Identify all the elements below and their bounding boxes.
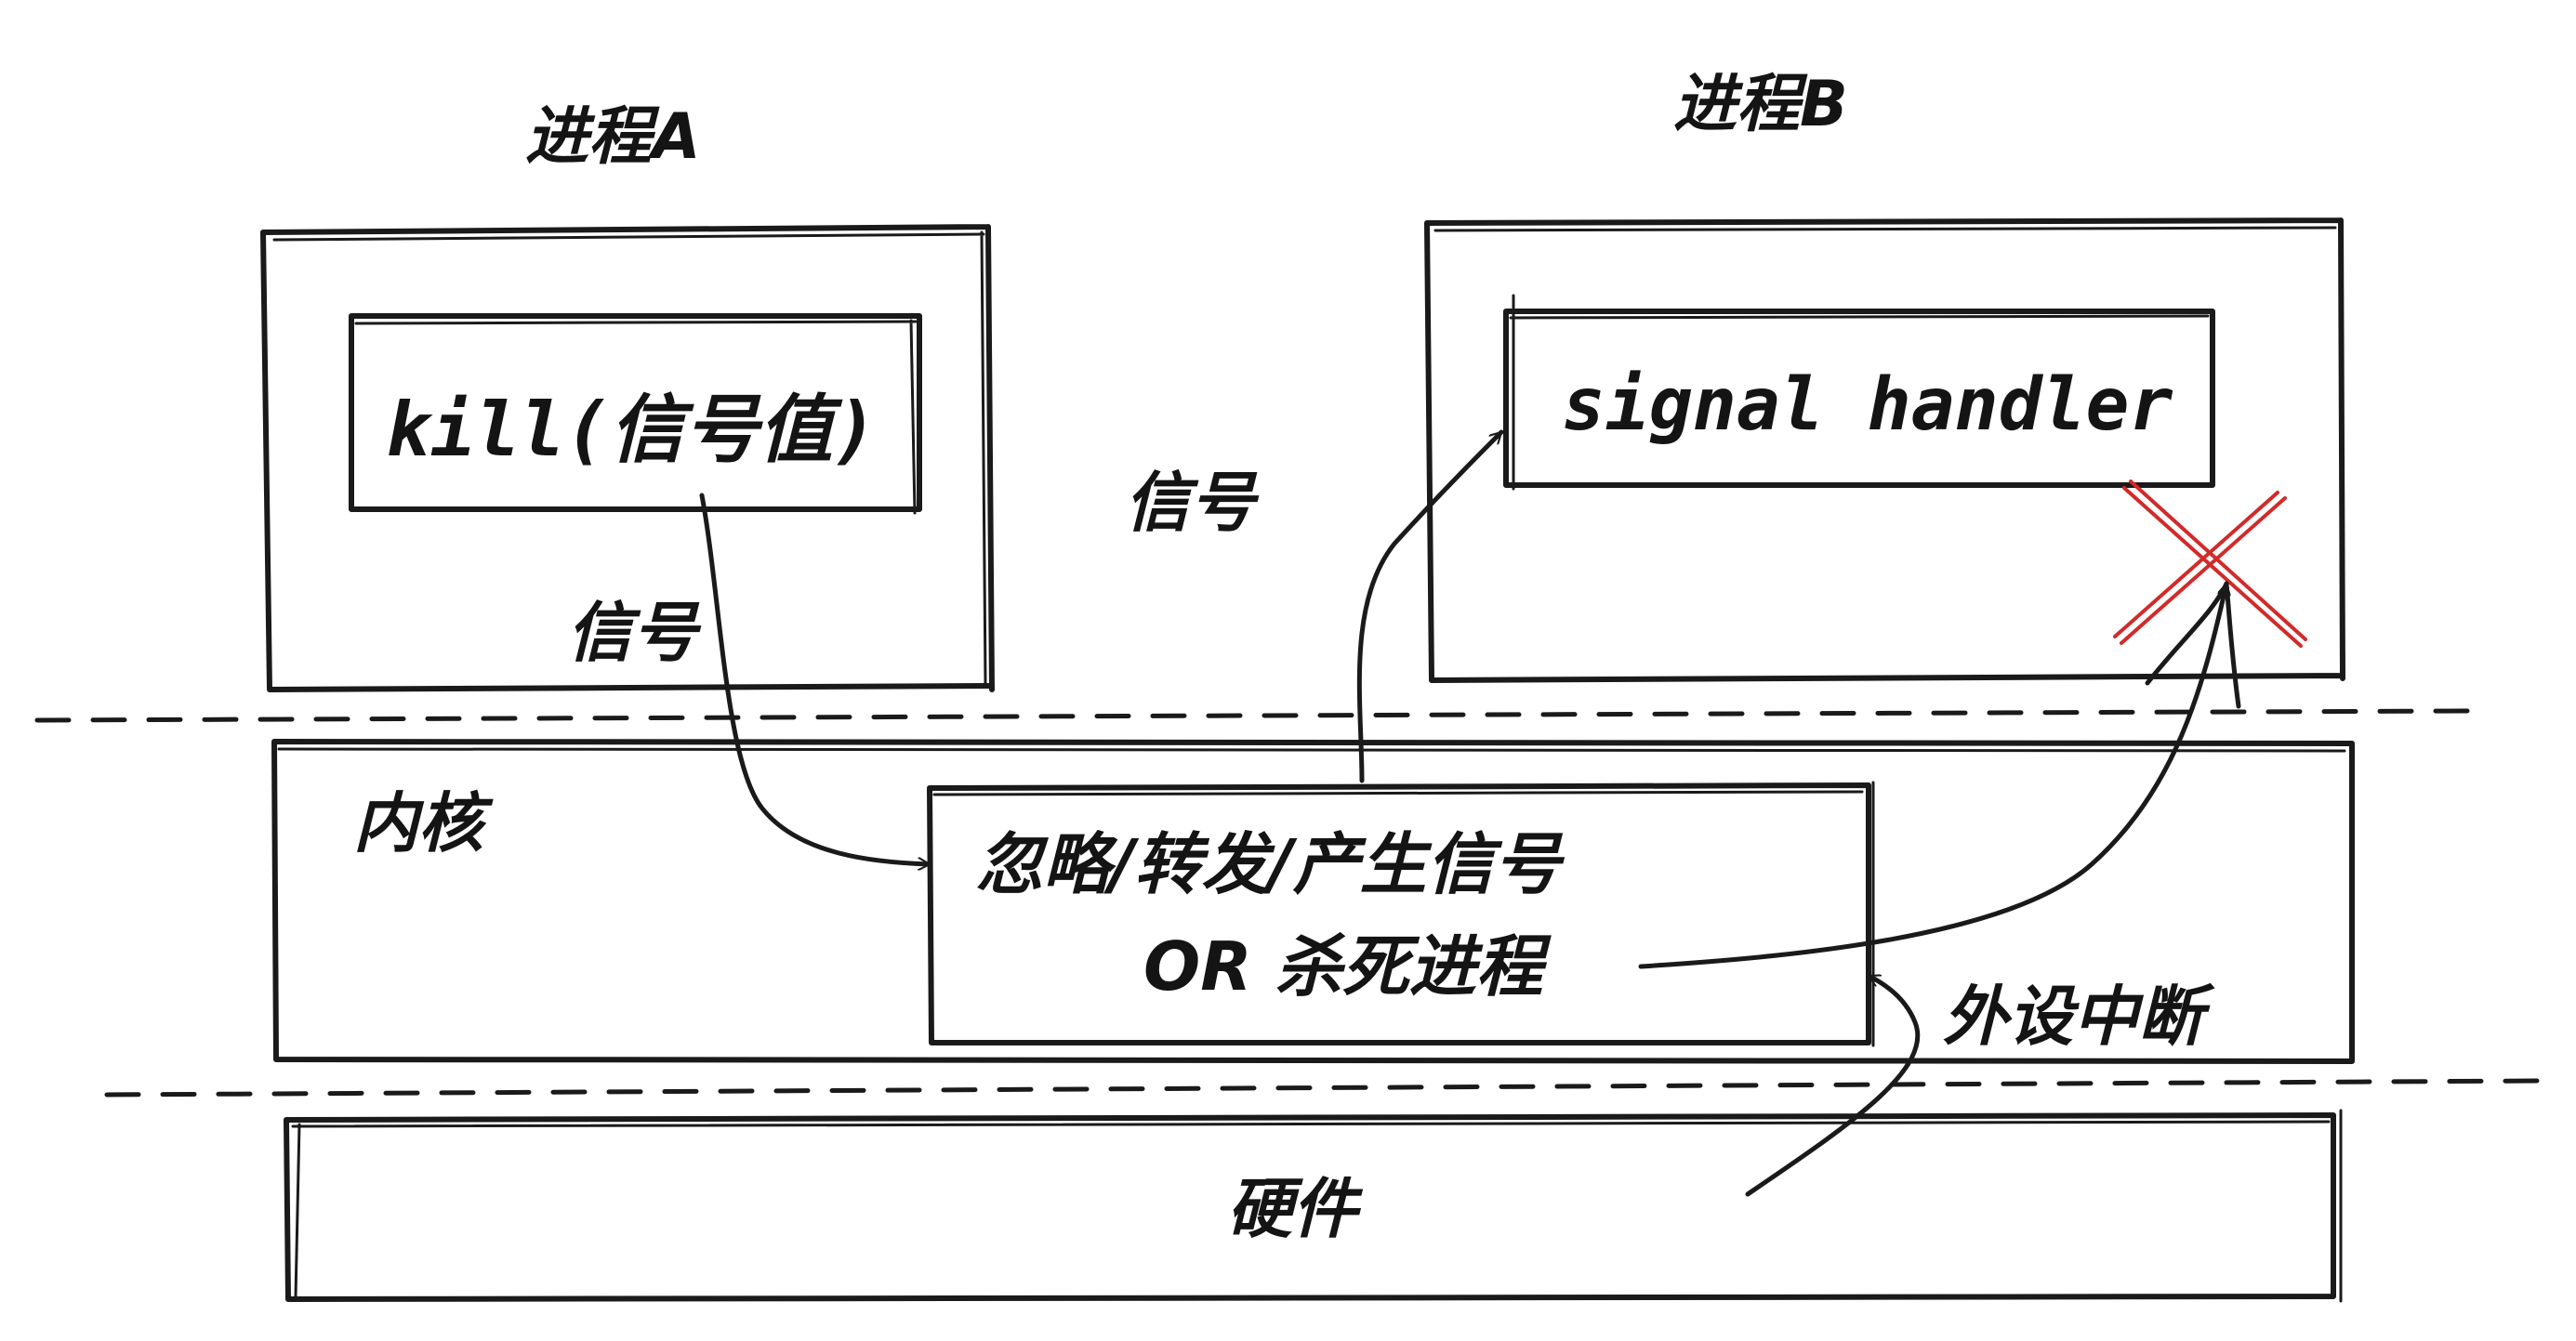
device-interrupt-label: 外设中断 [1943, 979, 2215, 1055]
kernel-hardware-boundary [104, 1078, 2541, 1098]
process-b-box [1424, 217, 2345, 683]
kernel-box [271, 739, 2355, 1064]
hardware-label: 硬件 [1227, 1171, 1364, 1247]
process-a-box [260, 224, 995, 692]
kernel-action-line2: OR 杀死进程 [1143, 927, 1552, 1006]
user-kernel-boundary [34, 708, 2476, 723]
signal-handler-box [1503, 294, 2215, 491]
arrow-kernel-to-handler [1356, 429, 1504, 783]
process-a-title: 进程A [525, 100, 701, 174]
kernel-title: 内核 [353, 785, 494, 861]
blocked-cross-icon [2113, 480, 2307, 648]
arrow-device-interrupt [1745, 973, 1921, 1197]
kill-call-label: kill(信号值) [386, 387, 878, 473]
process-b-title: 进程B [1673, 68, 1848, 141]
hardware-box [284, 1109, 2343, 1303]
arrow-kill-process-tail [2145, 581, 2241, 709]
kernel-action-line1: 忽略/转发/产生信号 [976, 825, 1565, 903]
arrow-kill-to-kernel [699, 493, 932, 864]
kill-call-box [349, 313, 922, 515]
signal-handler-label: signal handler [1562, 363, 2173, 447]
signal-label-a: 信号 [567, 595, 702, 671]
kernel-action-box [927, 781, 1875, 1047]
signal-label-b: 信号 [1125, 465, 1260, 541]
arrow-kill-process [1638, 581, 2226, 969]
